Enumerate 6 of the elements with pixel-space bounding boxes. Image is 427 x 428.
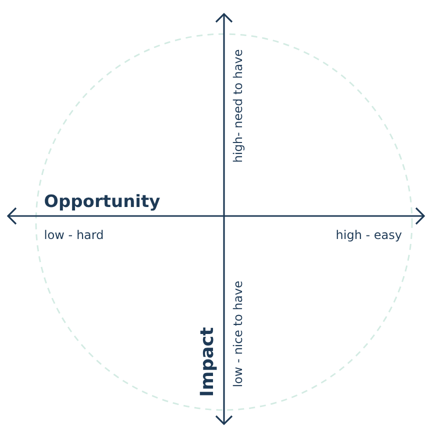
axis-title: Impact — [199, 327, 217, 397]
axis-label: low - hard — [44, 229, 104, 241]
axis-title: Opportunity — [44, 194, 160, 211]
axis-label: high - easy — [336, 229, 402, 241]
axis-label: high- need to have — [232, 49, 244, 163]
axis-label: low - nice to have — [232, 280, 244, 388]
